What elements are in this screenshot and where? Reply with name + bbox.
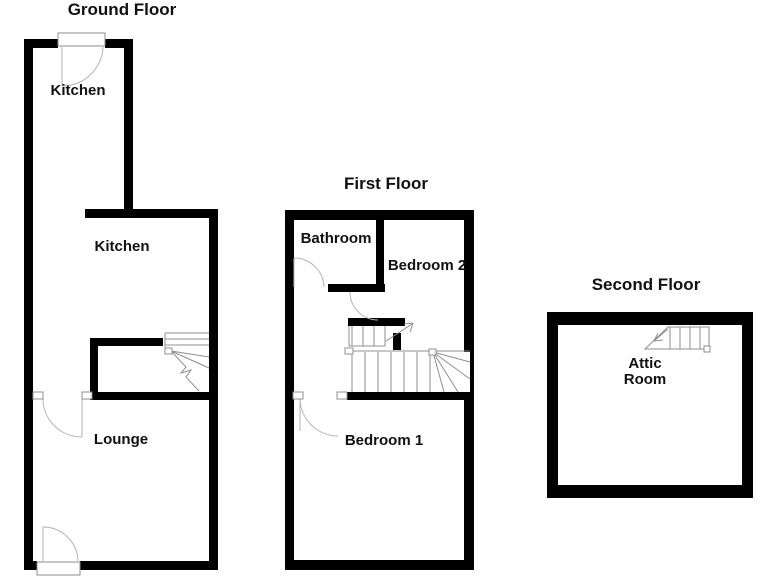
wall-right-sliver [470, 352, 474, 392]
second-floor-title: Second Floor [592, 275, 701, 294]
bedroom2-door-swing [349, 291, 379, 321]
stair-lower-flight-treads [349, 350, 471, 393]
bathroom-door-swing [293, 257, 325, 288]
ground-floor-plan: Ground Floor Kitchen [24, 0, 218, 576]
wall-top-left [24, 39, 58, 48]
second-floor-stairs [643, 326, 711, 353]
first-floor-doors [292, 257, 379, 437]
stair-landing-newel [344, 347, 354, 355]
lounge-door-jamb-right [81, 391, 93, 400]
wall-left [547, 312, 558, 498]
wall-understairs-horizontal [90, 338, 163, 346]
second-floor-plan: Second Floor Attic Room [547, 275, 753, 498]
stair-treads [164, 332, 210, 392]
stair-upper-flight-treads [348, 322, 414, 347]
kitchen-back-door-swing [61, 46, 104, 87]
wall-stair-top [348, 318, 405, 326]
wall-bottom-left [24, 561, 37, 570]
room-label-kitchen-top: Kitchen [50, 82, 105, 99]
wall-bedroom1-top [347, 392, 474, 400]
bedroom1-door-jamb-right [336, 391, 348, 400]
room-label-attic-line1: Attic [628, 355, 661, 372]
room-label-kitchen: Kitchen [94, 238, 149, 255]
wall-kitchen-top [85, 209, 218, 218]
lounge-door-jamb-left [32, 391, 44, 400]
first-floor-plan: First Floor Bathroom [285, 174, 474, 570]
wall-bottom [547, 485, 753, 498]
wall-top-right [105, 39, 133, 48]
front-door-jamb [36, 561, 81, 576]
wall-bottom-right [80, 561, 218, 570]
stair-winder-newel [428, 348, 437, 356]
bedroom1-door-jamb-left [292, 391, 304, 400]
wall-bottom [285, 560, 474, 570]
attic-stairs-newel [703, 345, 711, 353]
wall-stair-stub [393, 333, 401, 350]
wall-right [742, 312, 753, 498]
wall-top [547, 312, 753, 325]
wall-lounge-top [92, 392, 218, 400]
lounge-door-swing [42, 398, 83, 438]
wall-understairs-vertical [90, 338, 98, 400]
first-floor-title: First Floor [344, 174, 428, 193]
wall-bathroom-bottom [328, 284, 385, 292]
room-label-bedroom1: Bedroom 1 [345, 432, 423, 449]
wall-left [285, 210, 294, 570]
ground-floor-stairs [164, 332, 210, 392]
room-label-bathroom: Bathroom [301, 230, 372, 247]
second-floor-walls [547, 312, 753, 498]
room-label-lounge: Lounge [94, 431, 148, 448]
ground-floor-title: Ground Floor [68, 0, 177, 19]
wall-right-lower [464, 392, 474, 570]
wall-left [24, 39, 33, 570]
room-label-bedroom2: Bedroom 2 [388, 257, 466, 274]
ground-floor-doors [32, 32, 106, 576]
wall-right [209, 209, 218, 570]
first-floor-walls [285, 210, 474, 570]
stair-newel-post [164, 347, 173, 355]
kitchen-back-door-jamb [57, 32, 106, 47]
bedroom1-door-swing [299, 397, 339, 437]
front-door-swing [42, 526, 79, 562]
ground-floor-walls [24, 39, 218, 570]
wall-bathroom-divider [376, 210, 384, 292]
attic-stairs-treads [653, 327, 701, 349]
wall-right-upper [464, 210, 474, 352]
attic-stairs-outline [643, 326, 710, 350]
wall-narrow-right [124, 39, 133, 211]
first-floor-stairs [344, 322, 471, 393]
room-label-attic-line2: Room [624, 371, 667, 388]
